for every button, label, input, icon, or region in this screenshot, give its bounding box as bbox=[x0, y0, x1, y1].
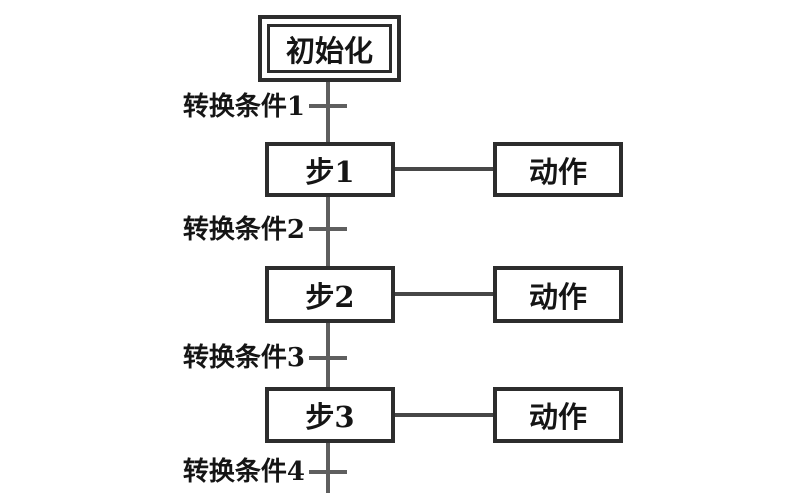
action-label-3: 动作 bbox=[528, 400, 587, 434]
transition-tick-4 bbox=[309, 470, 347, 474]
transition-tick-2 bbox=[309, 227, 347, 231]
action-box-3: 动作 bbox=[493, 387, 623, 443]
action-box-2: 动作 bbox=[493, 266, 623, 323]
action-box-1: 动作 bbox=[493, 142, 623, 197]
step-label-1: 步1 bbox=[305, 154, 355, 189]
transition-label-4: 转换条件4 bbox=[182, 457, 305, 487]
action-label-2: 动作 bbox=[528, 279, 587, 314]
action-connector-line-1 bbox=[393, 167, 494, 171]
transition-tick-3 bbox=[309, 356, 347, 360]
transition-label-2: 转换条件2 bbox=[182, 215, 305, 245]
step-box-2: 步2 bbox=[265, 266, 395, 323]
action-connector-line-2 bbox=[393, 292, 494, 296]
transition-label-1: 转换条件1 bbox=[182, 92, 305, 122]
step-label-2: 步2 bbox=[305, 279, 355, 314]
initial-step-box: 初始化 bbox=[258, 15, 401, 82]
action-connector-line-3 bbox=[393, 413, 494, 417]
step-box-3: 步3 bbox=[265, 387, 395, 443]
transition-tick-1 bbox=[309, 104, 347, 108]
step-label-3: 步3 bbox=[305, 400, 355, 434]
initial-step-label: 初始化 bbox=[285, 33, 373, 68]
transition-label-3: 转换条件3 bbox=[182, 343, 305, 373]
initial-step-inner-border: 初始化 bbox=[267, 24, 392, 73]
step-box-1: 步1 bbox=[265, 142, 395, 197]
action-label-1: 动作 bbox=[528, 154, 587, 189]
